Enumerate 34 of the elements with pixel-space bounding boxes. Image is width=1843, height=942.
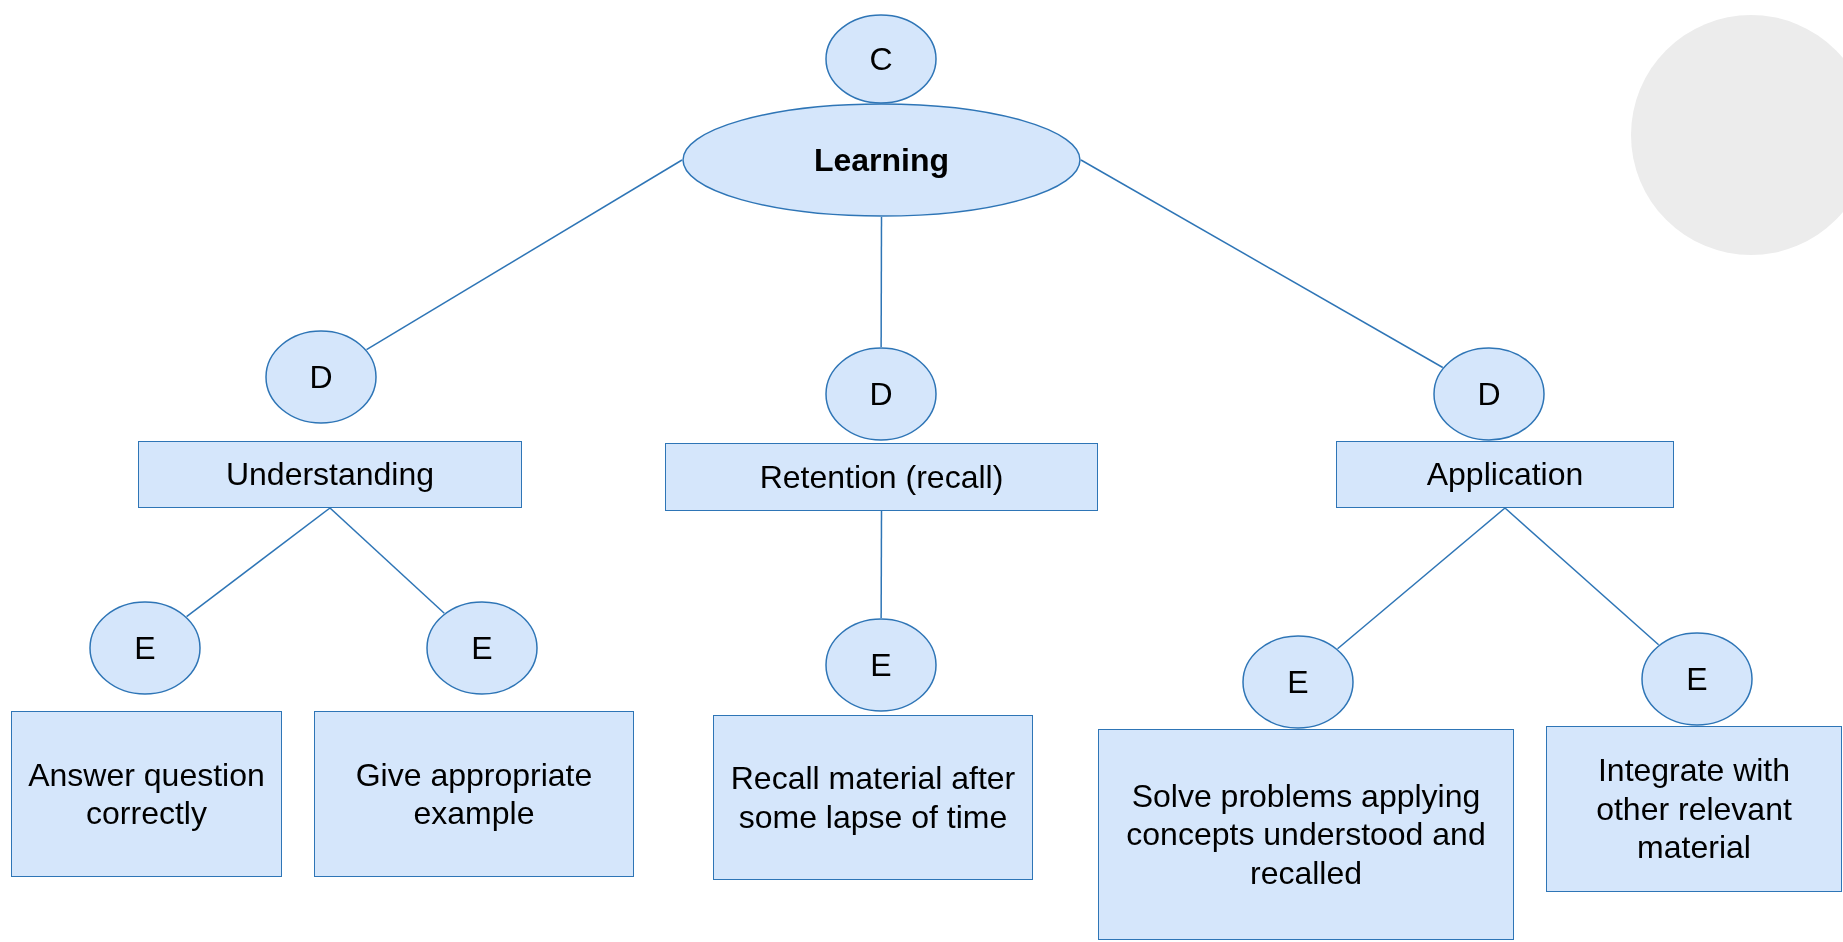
- concept-box: [713, 715, 1033, 880]
- concept-box: [1098, 729, 1514, 940]
- connector-line: [1080, 159, 1444, 369]
- box-text: Give appropriate example: [354, 755, 594, 833]
- concept-box: [11, 711, 282, 877]
- node-label: C: [869, 39, 893, 79]
- connector-line: [365, 159, 683, 351]
- box-text: Integrate with other relevant material: [1595, 751, 1793, 867]
- box-text: Solve problems applying concepts understood and recalled: [1125, 776, 1487, 893]
- node-label: E: [1287, 662, 1309, 702]
- node-label: E: [870, 645, 892, 685]
- box-text: Retention (recall): [758, 457, 1005, 497]
- concept-box: [665, 443, 1098, 511]
- connector-line: [880, 216, 883, 348]
- node-label: Learning: [813, 140, 950, 180]
- node-label: E: [471, 628, 493, 668]
- concept-box: [1546, 726, 1842, 892]
- node-label: E: [134, 628, 156, 668]
- box-text: Understanding: [224, 455, 436, 494]
- box-text: Answer question correctly: [27, 755, 266, 833]
- box-text: Recall material after some lapse of time: [729, 759, 1017, 836]
- node-label: D: [309, 357, 333, 397]
- box-text: Application: [1425, 455, 1585, 494]
- connector-line: [880, 510, 883, 619]
- concept-box: [138, 441, 522, 508]
- node-label: E: [1686, 659, 1708, 699]
- connector-line: [185, 507, 331, 618]
- concept-box: [1336, 441, 1674, 508]
- connector-line: [1336, 507, 1506, 650]
- node-label: D: [1477, 374, 1501, 414]
- connector-line: [329, 507, 446, 614]
- concept-box: [314, 711, 634, 877]
- connector-line: [1504, 507, 1660, 646]
- node-label: D: [869, 374, 893, 414]
